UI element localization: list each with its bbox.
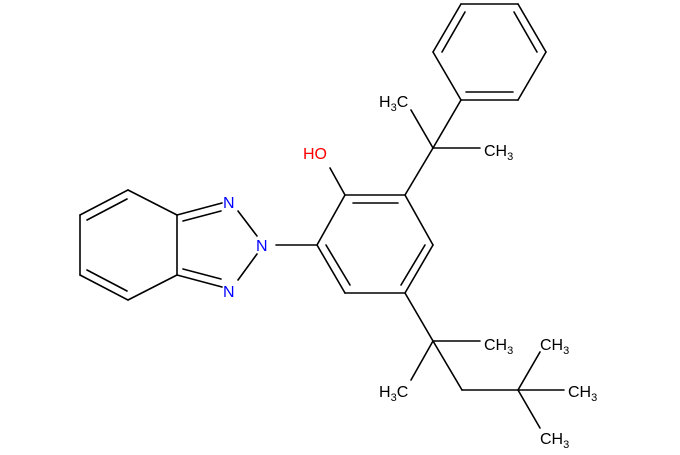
cumyl-methyl-right-label: CH3 <box>484 143 513 163</box>
octyl-methyl-right-label: CH3 <box>484 337 513 357</box>
hydroxyl-group: HO <box>303 146 346 196</box>
cumyl-methyl-left-label: H3C <box>379 94 408 114</box>
hydroxyl-label: HO <box>303 146 327 163</box>
tbutyl-methyl-bottom-label: CH3 <box>540 431 569 450</box>
cumyl-group: H3C CH3 <box>379 3 547 196</box>
n3-label: N <box>223 284 235 301</box>
tert-octyl-group: CH3 H3C CH3 CH3 CH3 <box>379 292 597 451</box>
benzotriazole-group: N N N <box>79 189 268 301</box>
octyl-methyl-left-label: H3C <box>379 384 408 404</box>
phenol-ring <box>316 194 434 294</box>
n1-label: N <box>223 195 235 212</box>
tbutyl-methyl-right-label: CH3 <box>568 384 597 404</box>
tbutyl-methyl-top-label: CH3 <box>540 337 569 357</box>
n2-label: N <box>256 238 268 255</box>
